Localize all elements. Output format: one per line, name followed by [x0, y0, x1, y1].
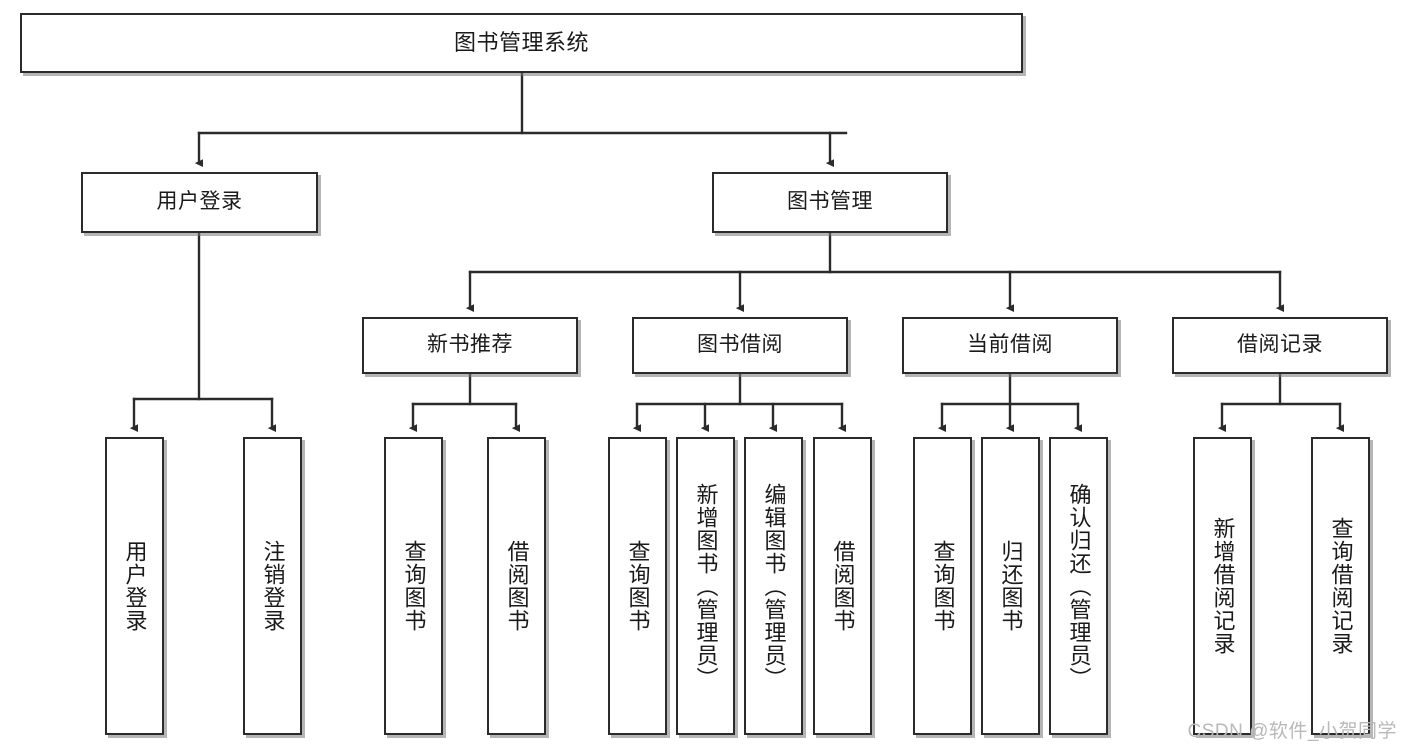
- node-label: 查询图书: [401, 540, 427, 632]
- node-label: 查询借阅记录: [1328, 517, 1354, 655]
- node-label: 借阅记录: [1237, 333, 1323, 357]
- node-label: 查询图书: [625, 540, 651, 632]
- node-label: 编辑图书（管理员）: [761, 482, 787, 690]
- leaf-borrow-query-book[interactable]: 查询图书: [608, 437, 667, 735]
- node-label: 图书借阅: [697, 333, 783, 357]
- csdn-watermark: CSDN @软件_小贺同学: [1187, 721, 1397, 742]
- leaf-user-login-login[interactable]: 用户登录: [105, 437, 164, 735]
- node-label: 图书管理: [787, 190, 873, 214]
- leaf-current-confirm-return-admin[interactable]: 确认归还（管理员）: [1049, 437, 1108, 735]
- node-new-book-recommend[interactable]: 新书推荐: [362, 317, 578, 374]
- node-label: 借阅图书: [830, 540, 856, 632]
- node-label: 当前借阅: [967, 333, 1053, 357]
- leaf-current-query-book[interactable]: 查询图书: [913, 437, 972, 735]
- node-label: 用户登录: [122, 540, 148, 632]
- leaf-record-add-borrow-record[interactable]: 新增借阅记录: [1193, 437, 1252, 735]
- node-root-book-management-system[interactable]: 图书管理系统: [20, 13, 1023, 73]
- node-label: 查询图书: [930, 540, 956, 632]
- node-label: 用户登录: [156, 190, 243, 214]
- leaf-record-query-borrow-record[interactable]: 查询借阅记录: [1311, 437, 1370, 735]
- leaf-borrow-add-book-admin[interactable]: 新增图书（管理员）: [676, 437, 735, 735]
- node-label: 新增图书（管理员）: [693, 482, 719, 690]
- leaf-new-book-borrow[interactable]: 借阅图书: [487, 437, 546, 735]
- node-label: 新增借阅记录: [1210, 517, 1236, 655]
- node-book-management[interactable]: 图书管理: [712, 172, 948, 233]
- node-label: 新书推荐: [427, 333, 513, 357]
- leaf-user-login-logout[interactable]: 注销登录: [243, 437, 302, 735]
- leaf-new-book-query[interactable]: 查询图书: [384, 437, 443, 735]
- leaf-borrow-edit-book-admin[interactable]: 编辑图书（管理员）: [744, 437, 803, 735]
- node-label: 注销登录: [260, 540, 286, 632]
- node-user-login[interactable]: 用户登录: [81, 172, 318, 233]
- leaf-current-return-book[interactable]: 归还图书: [981, 437, 1040, 735]
- leaf-borrow-borrow-book[interactable]: 借阅图书: [813, 437, 872, 735]
- node-current-borrow[interactable]: 当前借阅: [902, 317, 1118, 374]
- node-label: 图书管理系统: [453, 30, 589, 56]
- node-label: 借阅图书: [504, 540, 530, 632]
- node-book-borrow[interactable]: 图书借阅: [632, 317, 848, 374]
- node-label: 归还图书: [998, 540, 1024, 632]
- node-label: 确认归还（管理员）: [1066, 482, 1092, 690]
- node-borrow-record[interactable]: 借阅记录: [1172, 317, 1388, 374]
